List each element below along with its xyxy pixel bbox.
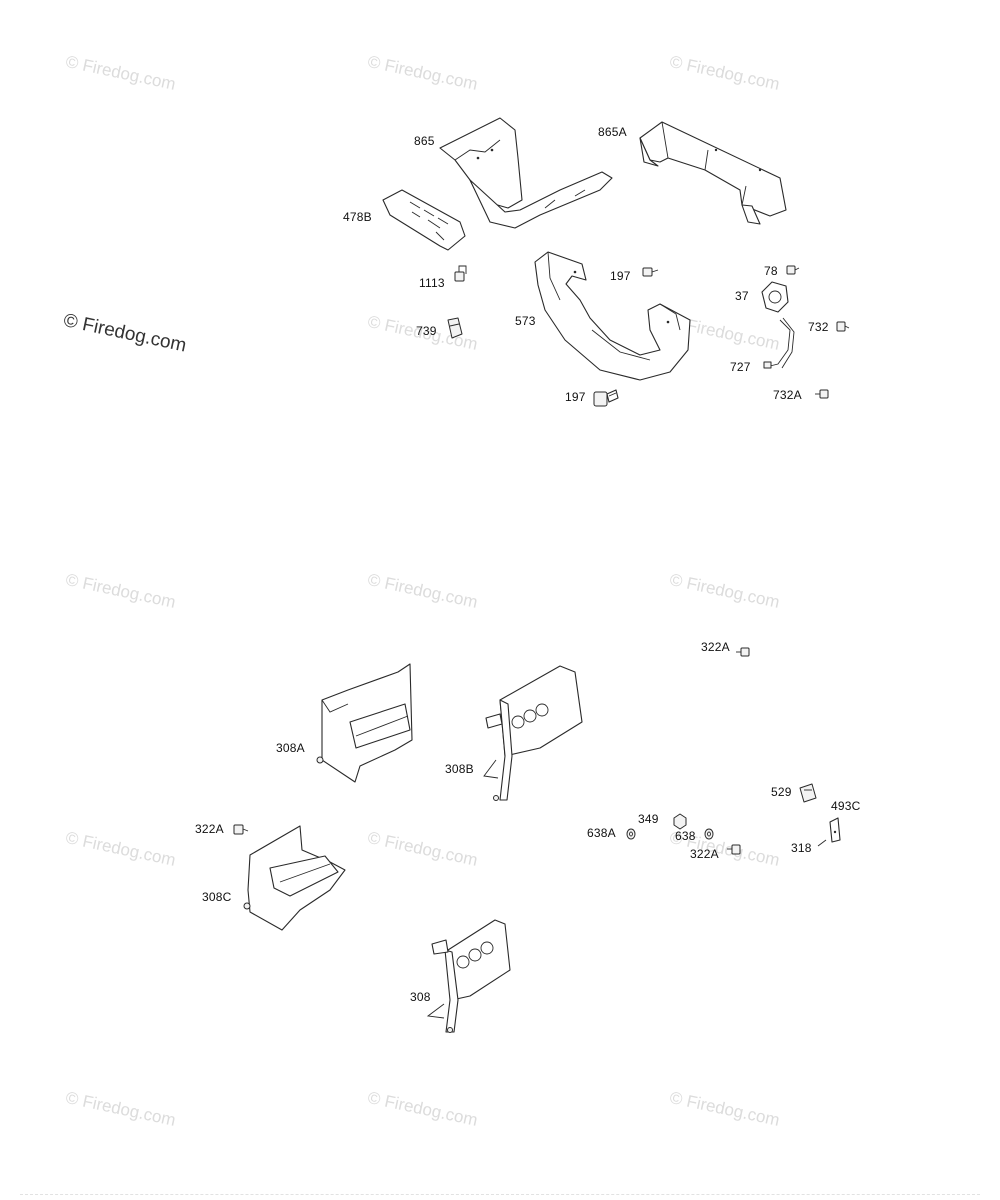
part-308C-shroud: [243, 825, 346, 931]
part-308-bracket: [426, 919, 511, 1033]
label-78: 78: [764, 264, 778, 278]
part-573-shroud: [534, 251, 691, 381]
part-197-bolt: [642, 267, 659, 277]
label-322A: 322A: [701, 640, 730, 654]
part-493C-bracket: [829, 817, 841, 843]
part-638-washer: [704, 828, 714, 840]
part-308B-bracket: [483, 665, 583, 801]
label-308A: 308A: [276, 741, 305, 755]
part-308A-shroud: [316, 663, 413, 783]
part-478B-baffle: [382, 189, 466, 251]
label-308: 308: [410, 990, 431, 1004]
label-727: 727: [730, 360, 751, 374]
part-318-pin: [817, 839, 827, 847]
label-478B: 478B: [343, 210, 372, 224]
label-732A: 732A: [773, 388, 802, 402]
part-732A-screw: [815, 389, 829, 399]
part-322A-screw: [727, 844, 741, 855]
label-529: 529: [771, 785, 792, 799]
label-865A: 865A: [598, 125, 627, 139]
label-308B: 308B: [445, 762, 474, 776]
label-638A: 638A: [587, 826, 616, 840]
part-865A-housing: [639, 121, 787, 225]
label-638: 638: [675, 829, 696, 843]
label-865: 865: [414, 134, 435, 148]
label-322A: 322A: [690, 847, 719, 861]
part-37-gasket: [761, 281, 789, 313]
part-197-bolt-large: [593, 389, 619, 407]
part-732-screw: [836, 321, 850, 332]
part-78-screw: [786, 265, 800, 275]
label-739: 739: [416, 324, 437, 338]
part-638A-washer: [626, 828, 636, 840]
label-573: 573: [515, 314, 536, 328]
part-739-clip: [447, 317, 463, 339]
part-865-housing: [439, 117, 613, 229]
label-1113: 1113: [419, 276, 445, 290]
part-322A-screw: [736, 647, 750, 657]
part-1113-screw: [454, 265, 467, 282]
label-197: 197: [565, 390, 586, 404]
label-493C: 493C: [831, 799, 861, 813]
label-322A: 322A: [195, 822, 224, 836]
label-732: 732: [808, 320, 829, 334]
part-529-bushing: [799, 783, 817, 803]
part-349-nut: [673, 813, 687, 830]
label-37: 37: [735, 289, 749, 303]
label-197: 197: [610, 269, 631, 283]
label-318: 318: [791, 841, 812, 855]
label-349: 349: [638, 812, 659, 826]
footer-divider: [20, 1194, 980, 1195]
part-727-wire: [763, 317, 795, 369]
part-322A-screw: [233, 824, 249, 835]
label-308C: 308C: [202, 890, 232, 904]
